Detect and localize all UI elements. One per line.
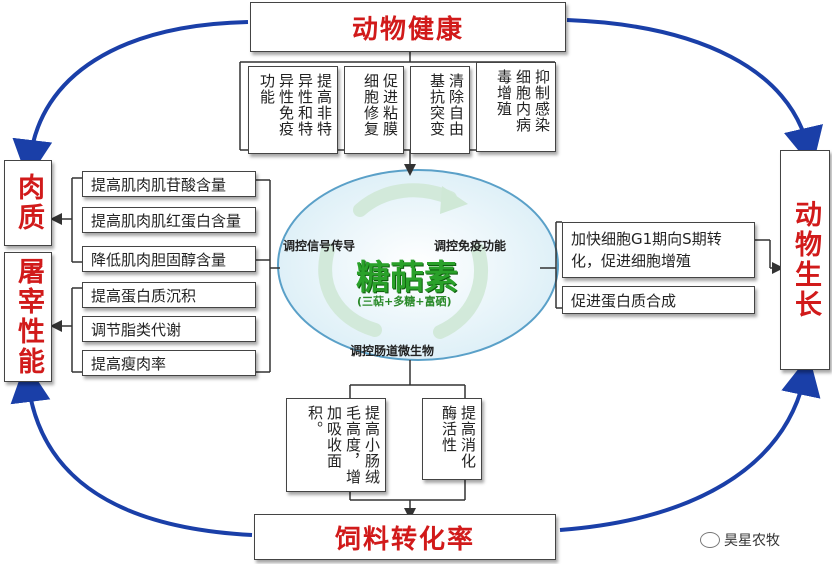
top-col-2: 促进粘膜细胞修复 xyxy=(344,66,404,154)
watermark-text: 昊星农牧 xyxy=(724,533,780,549)
title-slaughter-performance: 屠宰性能 xyxy=(4,252,52,382)
center-label-signal: 调控信号传导 xyxy=(283,239,356,253)
green-arrow-left xyxy=(318,243,382,337)
left-bottom-item-2: 调节脂类代谢 xyxy=(82,316,256,342)
top-col-3: 清除自由基抗突变 xyxy=(410,66,470,154)
cycle-arrow-bottom-right xyxy=(559,355,821,532)
right-item-2: 促进蛋白质合成 xyxy=(562,286,755,314)
green-arrow-top xyxy=(353,183,457,217)
title-meat-quality: 肉质 xyxy=(4,160,52,246)
center-label-gut: 调控肠道微生物 xyxy=(350,344,435,358)
right-item-1: 加快细胞G1期向S期转化，促进细胞增殖 xyxy=(562,222,755,278)
bottom-col-1: 提高小肠绒毛高度，增加吸收面积。 xyxy=(286,398,386,492)
cycle-arrow-bottom-left xyxy=(10,362,253,537)
left-top-item-3: 降低肌肉胆固醇含量 xyxy=(82,246,256,272)
cycle-arrow-top-right xyxy=(566,18,823,168)
center-label-immune: 调控免疫功能 xyxy=(434,239,507,253)
title-animal-growth: 动物生长 xyxy=(780,150,830,370)
bottom-col-2: 提高消化酶活性 xyxy=(422,398,482,480)
wechat-icon xyxy=(700,532,720,548)
left-top-item-2: 提高肌肉肌红蛋白含量 xyxy=(82,207,256,233)
cycle-arrow-top-left xyxy=(12,20,249,180)
green-arrow-right xyxy=(433,243,488,339)
top-col-1: 提高非特异性和特异性免疫功能 xyxy=(248,66,338,154)
center-subtitle: (三萜+多糖+富硒) xyxy=(357,295,452,308)
left-top-item-1: 提高肌肉肌苷酸含量 xyxy=(82,171,256,197)
title-feed-conversion: 饲料转化率 xyxy=(254,514,556,560)
center-title: 糖萜素 xyxy=(356,258,458,298)
watermark: 昊星农牧 xyxy=(700,530,780,550)
title-animal-health: 动物健康 xyxy=(250,2,566,52)
left-bottom-item-1: 提高蛋白质沉积 xyxy=(82,282,256,308)
top-col-4: 抑制感染细胞内病毒增殖 xyxy=(476,62,556,152)
left-bottom-item-3: 提高瘦肉率 xyxy=(82,350,256,376)
